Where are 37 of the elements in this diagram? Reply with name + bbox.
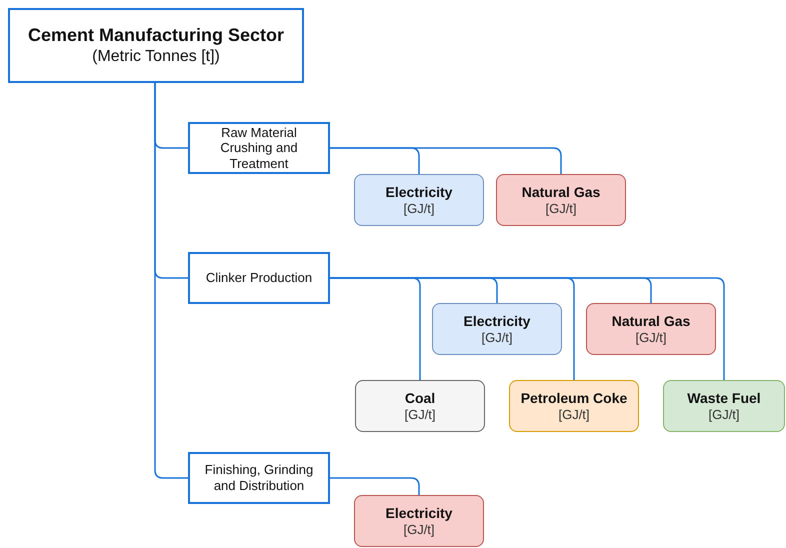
connector-line [330, 477, 420, 495]
energy-box [355, 380, 485, 432]
unit-label: (Metric Tonnes [t]) [92, 46, 220, 66]
energy-box [496, 174, 626, 226]
heading: Waste Fuel [687, 390, 761, 407]
process-label: Raw Material Crushing and Treatment [219, 124, 299, 172]
heading: Electricity [464, 312, 530, 330]
unit-label: [GJ/t] [635, 330, 667, 346]
unit-label: [GJ/t] [403, 522, 435, 538]
connector-line [330, 277, 725, 380]
energy-box [509, 380, 639, 432]
energy-box [586, 303, 716, 355]
heading: Electricity [386, 184, 452, 201]
energy-box [432, 303, 562, 355]
energy-box [663, 380, 785, 432]
heading: Coal [404, 390, 436, 407]
unit-label: [GJ/t] [545, 200, 577, 216]
heading: Natural Gas [612, 312, 690, 330]
energy-box [354, 174, 484, 226]
process-box [188, 122, 330, 174]
unit-label: [GJ/t] [481, 330, 513, 346]
energy-box [354, 495, 484, 547]
heading: Natural Gas [522, 184, 600, 201]
process-box [188, 452, 330, 504]
process-label: Clinker Production [204, 270, 314, 286]
unit-label: [GJ/t] [404, 406, 436, 422]
unit-label: [GJ/t] [403, 200, 435, 216]
sector-box [8, 8, 304, 83]
process-box [188, 252, 330, 304]
heading: Cement Manufacturing Sector [28, 25, 284, 47]
heading: Electricity [386, 504, 452, 522]
unit-label: [GJ/t] [558, 406, 590, 422]
unit-label: [GJ/t] [708, 406, 740, 422]
heading: Petroleum Coke [520, 390, 628, 407]
connector-line [330, 147, 562, 174]
connector-line [154, 83, 188, 479]
process-label: Finishing, Grinding and Distribution [204, 462, 314, 494]
